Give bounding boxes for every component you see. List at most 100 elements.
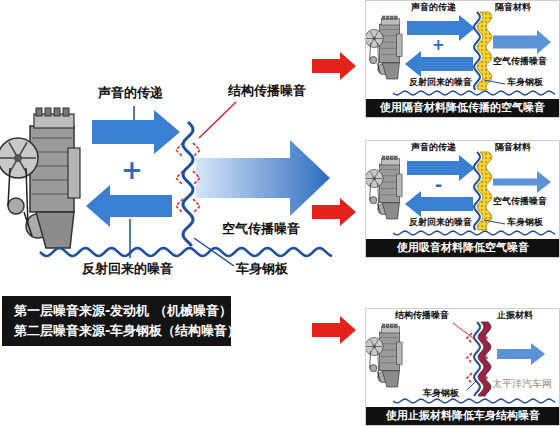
part-label: 声音的传递 — [411, 142, 456, 152]
fan-hub — [372, 345, 376, 349]
intake-runner — [386, 156, 389, 160]
engine-block — [380, 332, 400, 371]
panel-caption: 使用吸音材料降低空气噪音 — [366, 239, 559, 257]
vibration-mark — [193, 171, 200, 185]
source-text: 第二层噪音来源-车身钢板（结构噪音） — [14, 321, 219, 341]
exhaust-manifold — [397, 174, 402, 197]
alternator-pulley — [370, 57, 377, 64]
fan — [365, 30, 383, 48]
ground-wave — [40, 248, 332, 256]
alternator-pulley — [370, 197, 377, 204]
panel-caption: 使用隔音材料降低传播的空气噪音 — [366, 99, 559, 117]
engine-illustration — [365, 324, 402, 387]
reflected-arrow — [405, 51, 473, 77]
vibration-mark — [467, 353, 472, 363]
example-panel: 使用止振材料降低车身结构噪音 — [365, 308, 560, 426]
leader-line — [453, 323, 473, 338]
engine-illustration — [365, 16, 402, 79]
ground-wave — [393, 399, 555, 403]
red-arrow — [312, 52, 356, 80]
block-rib — [32, 152, 72, 153]
oil-pan — [382, 203, 399, 219]
insulation-material — [477, 12, 492, 90]
leader-line — [133, 106, 135, 120]
intake-runner — [394, 324, 397, 328]
fan-hub — [372, 177, 376, 181]
part-label: 止振材料 — [497, 310, 533, 320]
vibration-mark — [467, 373, 472, 383]
block-rib — [381, 48, 399, 49]
part-label: + — [121, 156, 143, 186]
sound-arrow — [92, 110, 180, 154]
part-label: + — [432, 37, 445, 54]
drive-belt — [370, 183, 381, 214]
red-arrow — [312, 198, 356, 226]
engine-block — [380, 164, 400, 203]
transmitted-arrow — [497, 343, 545, 365]
part-label: 车身钢板 — [507, 217, 543, 227]
part-label: 车身钢板 — [236, 262, 288, 277]
intake-runner — [382, 324, 385, 328]
watermark: 太平洋汽车网 — [492, 378, 552, 390]
intake-runner — [386, 324, 389, 328]
block-rib — [32, 166, 72, 167]
oil-pan — [382, 371, 399, 387]
intake-runner — [45, 108, 51, 116]
block-rib — [381, 42, 399, 43]
ground-wave — [393, 231, 555, 235]
leader-line — [129, 219, 131, 258]
intake-runner — [394, 16, 397, 20]
part-label: 声音的传递 — [411, 2, 456, 12]
oil-pan — [382, 63, 399, 79]
engine-illustration — [0, 108, 80, 248]
part-label: 结构传播噪音 — [395, 310, 449, 320]
part-label: 车身钢板 — [423, 388, 459, 398]
red-arrow — [312, 316, 356, 344]
source-text: 第一层噪音来源-发动机 （机械噪音） — [14, 301, 219, 321]
fan — [365, 338, 383, 356]
part-label: 反射回来的噪音 — [409, 217, 472, 227]
transmitted-arrow — [493, 30, 551, 54]
part-label: 空气传播噪音 — [493, 56, 547, 66]
block-rib — [381, 337, 399, 338]
intake-runner — [386, 16, 389, 20]
airborne-arrow — [196, 140, 330, 216]
block-rib — [381, 350, 399, 351]
vibration-mark — [193, 143, 200, 157]
reflected-arrow — [86, 185, 172, 227]
block-rib — [381, 188, 399, 189]
exhaust-manifold — [397, 34, 402, 57]
alternator-pulley — [370, 365, 377, 372]
drive-belt — [370, 351, 381, 382]
block-rib — [32, 138, 72, 139]
intake-runner — [394, 156, 397, 160]
intake-runner — [390, 16, 393, 20]
intake-runner — [390, 156, 393, 160]
intake-runner — [382, 16, 385, 20]
panel-caption: 使用止振材料降低车身结构噪音 — [366, 407, 559, 425]
block-rib — [381, 194, 399, 195]
oil-pan — [36, 212, 74, 248]
block-rib — [381, 169, 399, 170]
source-box: 第一层噪音来源-发动机 （机械噪音）第二层噪音来源-车身钢板（结构噪音） — [2, 296, 231, 346]
block-rib — [32, 194, 72, 195]
leader-line — [484, 220, 505, 224]
exhaust-manifold — [397, 342, 402, 365]
fan — [0, 138, 38, 178]
part-label: 空气传播噪音 — [222, 222, 300, 237]
leader-line — [199, 102, 236, 138]
alternator-pulley — [8, 198, 24, 214]
fan-hub — [14, 154, 22, 162]
intake-runner — [390, 324, 393, 328]
leader-line — [467, 380, 477, 390]
intake-runner — [36, 108, 42, 116]
part-label: 反射回来的噪音 — [82, 262, 173, 277]
fan-hub — [372, 37, 376, 41]
transmitted-arrow — [493, 171, 551, 193]
part-label: 声音的传递 — [98, 86, 163, 101]
drive-belt — [370, 43, 381, 74]
leader-line — [484, 80, 505, 84]
part-label: 车身钢板 — [507, 77, 543, 87]
part-label: - — [435, 176, 442, 196]
